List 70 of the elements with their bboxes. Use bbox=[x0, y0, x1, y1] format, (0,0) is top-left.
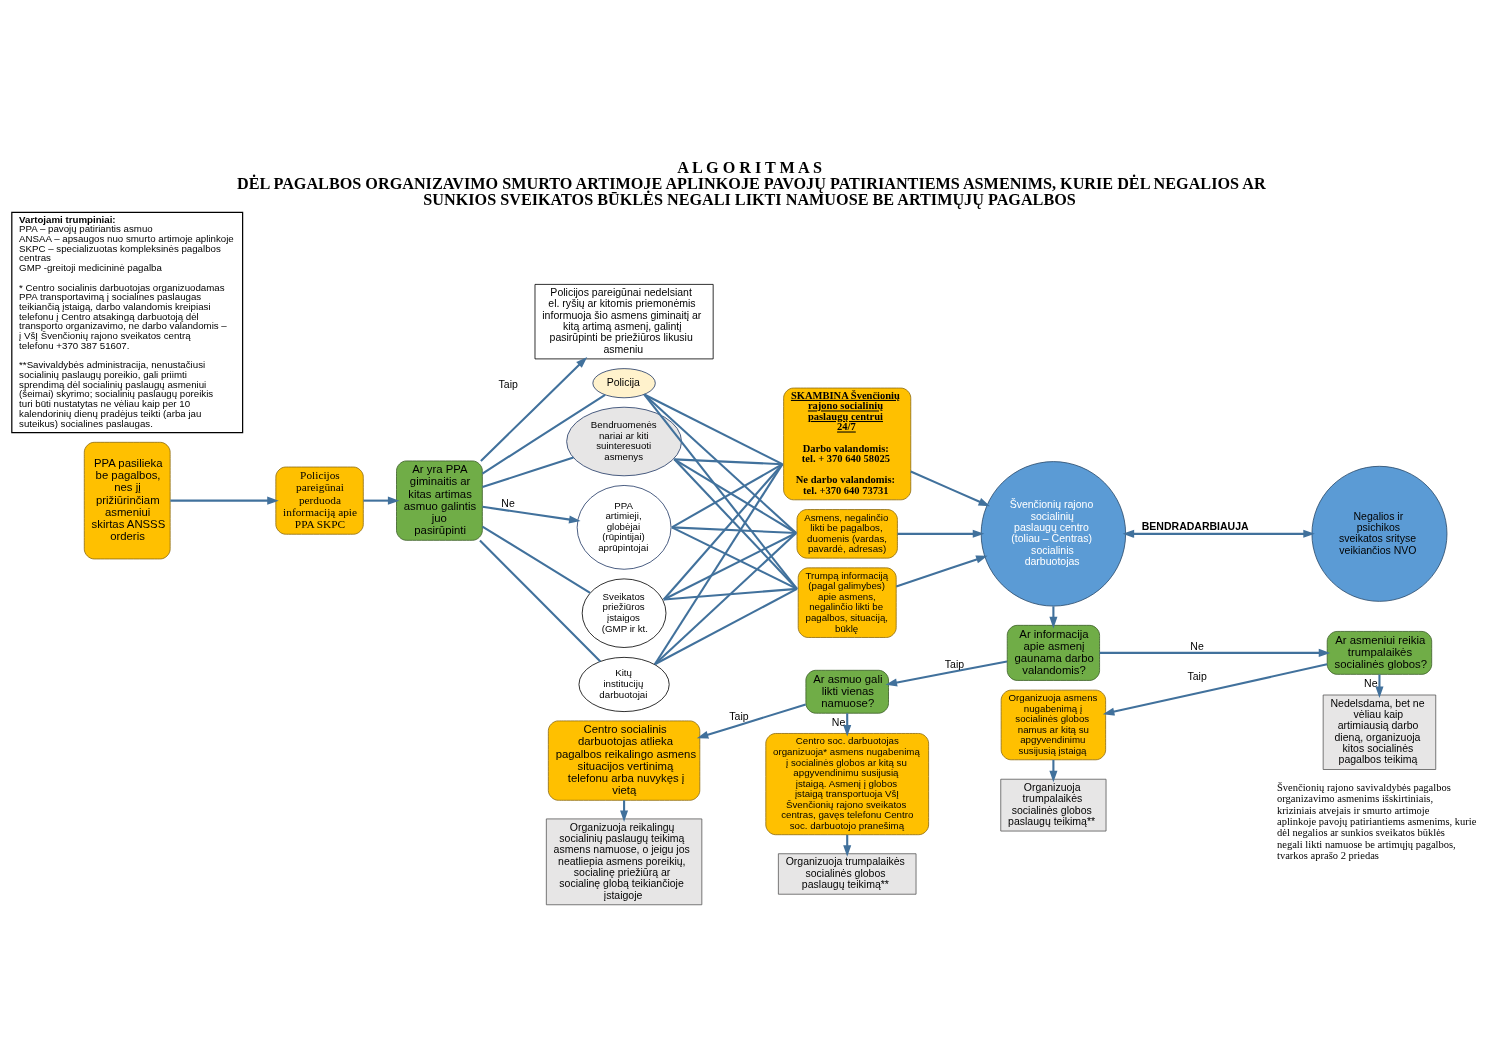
arrow bbox=[1049, 606, 1058, 629]
connector bbox=[643, 393, 798, 590]
connector bbox=[643, 393, 783, 466]
edge-label: Taip bbox=[944, 657, 965, 670]
connector bbox=[671, 463, 783, 529]
arrow bbox=[843, 713, 852, 737]
diagram-title: A L G O R I T M A S DĖL PAGALBOS ORGANIZAVIMO SMURTO ARTIMOJE APLINKOJE PAVOJŲ PATIRIANTIEMS ASMENIMS, KURIE DĖL NEGALIOS AR SUNKIOS SVEIKATOS BŪKLĖS NEGALI LIKTI NAMUOSE BE ARTIMŲJŲ PAGALBOS bbox=[237, 158, 1266, 210]
arrow bbox=[910, 470, 991, 507]
node-box: Ar asmeniui reikia trumpalaikės socialinės globos? bbox=[1326, 631, 1433, 675]
connector bbox=[673, 458, 798, 590]
connector bbox=[654, 587, 798, 666]
node-circle: Negalios ir psichikos sveikatos srityse veikiančios NVO bbox=[1311, 465, 1448, 602]
arrow bbox=[363, 496, 400, 505]
arrow bbox=[1099, 648, 1331, 657]
node-ellipse: Sveikatos priežiūros įstaigos (GMP ir kt. bbox=[581, 578, 667, 648]
connector bbox=[653, 463, 784, 665]
node-box: Asmens, negalinčio likti be pagalbos, duomenis (vardas, pavardė, adresas) bbox=[796, 509, 898, 559]
edge-label: Ne bbox=[501, 496, 515, 509]
node-circle: Švenčionių rajono socialinių paslaugų centro (toliau – Centras) socialinis darbuotojas bbox=[980, 461, 1127, 607]
arrow bbox=[696, 703, 806, 739]
edge-label: Ne bbox=[1364, 677, 1378, 690]
node-box: Nedelsdama, bet ne vėliau kaip artimiausią darbo dieną, organizuoja kitos socialinės pagalbos teikimą bbox=[1322, 694, 1437, 770]
edge-label: Taip bbox=[729, 709, 749, 722]
label: Švenčionių rajono savivaldybės pagalbos organizavimo asmenims išskirtiniais, kriziniais atvejais ir smurto artimoje aplinkoje pavojų patiriantiems asmenims, kurie dėl negalios ar sunkios sveikatos būklės negali likti namuose be artimųjų pagalbos, tvarkos aprašo 2 priedas bbox=[1277, 781, 1477, 861]
node-box: Ar yra PPA giminaitis ar kitas artimas asmuo galintis juo pasirūpinti bbox=[396, 460, 483, 541]
arrow bbox=[1122, 529, 1315, 538]
node-box: Ar informacija apie asmenį gaunama darbo valandomis? bbox=[1006, 624, 1100, 681]
node-box: Vartojami trumpiniai: PPA – pavojų patiriantis asmuo ANSAA – apsaugos nuo smurto artimoje aplinkoje SKPC – specializuotas kompleksinės pagalbos centras GMP -greitoji medicininė pagalba * Centro socialinis darbuotojas organizuodamas PPA transportavimą į socialines paslaugas teikiančią įstaigą, darbo valandomis kreipiasi telefonu į Centro atsakingą darbuotoją dėl transporto organizavimo, ne darbo valandomis – į VšĮ Švenčionių rajono sveikatos centrą telefonu +370 387 51607. **Savivaldybės administracija, nenustačiusi socialinių paslaugų poreikio, gali priimti sprendimą dėl socialinių paslaugų asmeniui (šeimai) skyrimo; socialinių paslaugų poreikis turi būti nustatytas ne vėliau kaip per 10 kalendorinių dienų pradėjus teikti (arba jau suteikus) socialines paslaugas. bbox=[11, 211, 244, 434]
connector bbox=[662, 463, 784, 601]
node-box: PPA pasilieka be pagalbos, nes jį prižiūrinčiam asmeniui skirtas ANSSS orderis bbox=[83, 441, 171, 560]
node-ellipse: Policija bbox=[592, 368, 656, 399]
connector bbox=[671, 526, 797, 535]
connector bbox=[674, 458, 783, 466]
node-box: Organizuoja trumpalaikės socialinės globos paslaugų teikimą** bbox=[777, 853, 917, 895]
node-box: Policijos pareigūnai perduoda informaciją apie PPA SKPC bbox=[275, 466, 364, 535]
node-box: Policijos pareigūnai nedelsiant el. ryšių ar kitomis priemonėmis informuoja šio asmens giminaitį ar kitą artimą asmenį, galintį pasirūpinti be priežiūros likusiu asmeniu bbox=[534, 284, 714, 360]
connector bbox=[663, 587, 798, 601]
connector bbox=[479, 539, 602, 663]
connector bbox=[663, 532, 797, 601]
arrow bbox=[170, 496, 279, 505]
node-box: Centro soc. darbuotojas organizuoja* asmens nugabenimą į socialinės globos ar kitą su apgyvendinimu susijusią įstaigą. Asmenį į globos įstaigą transportuoja VšĮ Švenčionių rajono sveikatos centras, gavęs telefonu Centro soc. darbuotojo pranešimą bbox=[765, 733, 929, 836]
edge-label: Ne bbox=[831, 716, 846, 729]
node-box: Organizuoja trumpalaikės socialinės globos paslaugų teikimą** bbox=[1000, 778, 1107, 832]
node-ellipse: Bendruomenės nariai ar kiti suinteresuoti asmenys bbox=[566, 406, 682, 477]
node-ellipse: PPA artimieji, globėjai (rūpintijai) aprūpintojai bbox=[576, 485, 672, 570]
edge-label: Taip bbox=[1187, 669, 1207, 682]
edge-label: Ne bbox=[1190, 639, 1204, 652]
edge-label: BENDRADARBIAUJA bbox=[1141, 520, 1249, 533]
connector bbox=[654, 532, 797, 665]
arrow bbox=[895, 555, 988, 588]
node-box: Organizuoja asmens nugabenimą į socialinės globos namus ar kitą su apgyvendinimu susijusią įstaigą bbox=[1000, 689, 1107, 761]
node-box: Ar asmuo gali likti vienas namuose? bbox=[805, 669, 889, 714]
connector bbox=[481, 525, 591, 594]
node-box: Centro socialinis darbuotojas atlieka pagalbos reikalingo asmens situacijos vertinimą telefonu arba nuvykęs į vietą bbox=[547, 720, 701, 801]
node-box: SKAMBINA Švenčionių rajono socialinių paslaugų centrui 24/7 Darbo valandomis: tel. + 370 640 58025 Ne darbo valandomis: tel. +370 640 73731 bbox=[783, 387, 912, 501]
edge-label: Taip bbox=[498, 377, 518, 390]
arrow bbox=[482, 505, 581, 524]
node-box: Organizuoja reikalingų socialinių paslaugų teikimą asmens namuose, o jeigu jos neatliepia asmens poreikių, socialinę priežiūrą ar socialinę globą teikiančioje įstaigoje bbox=[545, 818, 703, 906]
arrow bbox=[885, 660, 1008, 687]
connector bbox=[481, 393, 606, 475]
node-ellipse: Kitų institucijų darbuotojai bbox=[578, 656, 670, 712]
arrow bbox=[480, 356, 588, 462]
connector bbox=[673, 458, 797, 534]
connector bbox=[671, 526, 798, 590]
arrow bbox=[897, 529, 985, 538]
arrow bbox=[1375, 674, 1384, 699]
connector bbox=[643, 393, 797, 534]
connector bbox=[482, 456, 574, 488]
arrow bbox=[1102, 663, 1328, 716]
node-box: Trumpą informaciją (pagal galimybes) apie asmens, negalinčio likti be pagalbos, situaciją, būklę bbox=[797, 567, 897, 638]
